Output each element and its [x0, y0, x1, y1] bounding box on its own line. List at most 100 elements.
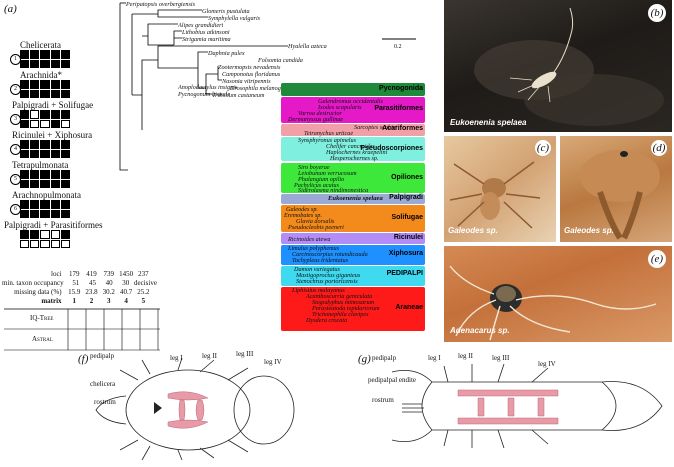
panel-g-label: (g) — [358, 353, 371, 365]
cell: 739 — [103, 270, 115, 278]
hypothesis-legend: Chelicerata 1 Arachnida* 2 Palpigradi + … — [2, 40, 122, 248]
clade-band-palpigradi: Palpigradi — [281, 194, 425, 204]
diagram-label: leg III — [236, 350, 254, 358]
diagram-label: rostrum — [94, 398, 116, 406]
taxon-label: Symphylella vulgaris — [208, 15, 261, 22]
node-number: 1 — [10, 54, 21, 65]
diagram-label: pedipalp — [90, 352, 115, 360]
clade-band-opiliones: Opiliones — [281, 163, 425, 193]
hypothesis-label: Palpigradi + Solifugae — [12, 100, 94, 110]
cell: 419 — [86, 270, 97, 278]
hypothesis-7: Palpigradi + Parasitiformes — [2, 220, 122, 248]
photo-caption: Galeodes sp. — [448, 226, 498, 235]
diagram-f-drawing — [95, 357, 295, 461]
cell: 237 — [138, 270, 149, 278]
diagram-label: pedipalpal endite — [368, 376, 417, 384]
method-grid-lines — [4, 308, 160, 351]
taxon-label: Sarcoptes scabiei — [354, 124, 398, 131]
clade-name: Ricinulei — [393, 234, 423, 241]
clade-band-ricinulei: Ricinulei — [281, 233, 425, 244]
panel-a-label: (a) — [4, 3, 17, 15]
taxon-label: Varroa destructor — [298, 110, 342, 117]
diagram-label: chelicera — [90, 380, 116, 388]
taxon-label: Damon variegatus — [294, 266, 340, 273]
cell: 1 — [72, 297, 76, 305]
row-label: min. taxon occupancy — [2, 279, 64, 287]
diagram-label: leg I — [428, 354, 441, 362]
taxon-label: Limulus polyphemus — [288, 245, 340, 252]
taxon-label: Hyalella azteca — [288, 43, 327, 50]
spacer — [281, 286, 425, 336]
taxon-label: Strigamia maritima — [182, 36, 231, 43]
panel-e-label: (e) — [648, 250, 666, 268]
taxon-label: Phalangium opilio — [298, 176, 345, 183]
clade-band-solifugae: Solifugae — [281, 205, 425, 232]
clade-name: Pycnogonida — [379, 85, 423, 92]
row-label: matrix — [41, 297, 62, 305]
palpigrade-illustration — [474, 7, 664, 126]
cell: 51 — [72, 279, 80, 287]
cell: 5 — [141, 297, 146, 305]
taxon-label: Lithobius atkinsoni — [182, 29, 230, 36]
diagram-label: leg II — [458, 352, 473, 360]
support-matrix — [20, 140, 70, 158]
taxon-label: Stegodyphus mimosarum — [312, 299, 375, 306]
hypothesis-label: Chelicerata — [20, 40, 61, 50]
node-number: 4 — [10, 144, 21, 155]
clade-band-parasitiformes: Parasitiformes — [281, 97, 425, 123]
photo-d: (d) Galeodes sp. — [560, 136, 672, 242]
hypothesis-6: Arachnopulmonata 6 — [2, 190, 122, 218]
cell: 45 — [89, 279, 97, 287]
taxon-label: Siro boyerae — [298, 164, 330, 171]
table-row: matrix 1 2 3 4 5 — [2, 297, 152, 307]
hypothesis-label: Arachnida* — [20, 70, 62, 80]
support-matrix — [20, 230, 70, 248]
taxon-label: Folsomia candida — [258, 57, 303, 64]
hypothesis-4: Ricinulei + Xiphosura 4 — [2, 130, 122, 158]
diagram-label: leg III — [492, 354, 510, 362]
clade-band-pedipalpi: PEDIPALPI — [281, 266, 425, 286]
photo-e: (e) Adenacarus sp. — [444, 246, 672, 342]
node-number: 6 — [10, 204, 21, 215]
diagram-label: pedipalp — [372, 354, 397, 362]
support-matrix — [20, 170, 70, 188]
taxon-label: Eukoenenia spelaea — [328, 195, 383, 202]
taxon-label: Pseudocleobis peeneri — [288, 224, 344, 231]
photo-caption: Galeodes sp. — [564, 226, 614, 235]
clade-name: PEDIPALPI — [386, 270, 423, 277]
taxon-label: Peripatopsis overbergiensis — [126, 1, 196, 8]
hypothesis-2: Arachnida* 2 — [2, 70, 122, 98]
taxon-label: Drosophila melanogaster — [230, 85, 294, 92]
clade-name: Araneae — [395, 304, 423, 311]
node-number: 5 — [10, 174, 21, 185]
solifuge-closeup-illustration — [580, 150, 660, 240]
row-label: loci — [51, 270, 62, 278]
hypothesis-1: Chelicerata 1 — [2, 40, 122, 68]
clade-name: Xiphosura — [388, 250, 423, 257]
taxon-label: Anoplodactylus insignis — [178, 84, 238, 91]
clade-band-acariformes: Acariformes — [281, 124, 425, 136]
taxon-label: Glomeris pustulata — [202, 8, 250, 15]
clade-band-xiphosura: Xiphosura — [281, 245, 425, 265]
cell: 25.2 — [137, 288, 150, 296]
panel-f-label: (f) — [78, 353, 89, 365]
method-label: IQ-Tree — [30, 314, 54, 322]
photo-b: (b) Eukoenenia spelaea — [444, 0, 672, 132]
clade-name: Opiliones — [391, 174, 423, 181]
taxon-label: Alipes grandidieri — [178, 22, 224, 29]
panel-d-label: (d) — [651, 140, 667, 156]
hypothesis-3: Palpigradi + Solifugae 3 — [2, 100, 122, 128]
taxon-label: Zootermopsis nevadensis — [218, 64, 281, 71]
clade-name: Palpigradi — [389, 194, 423, 201]
diagram-g: pedipalp pedipalpal endite rostrum leg I… — [368, 352, 670, 462]
taxon-label: Pachylicus acutus — [294, 182, 339, 189]
taxon-label: Chelifer cancroides — [326, 143, 375, 150]
diagram-label: rostrum — [372, 396, 394, 404]
taxon-label: Tribolium castaneum — [212, 92, 265, 99]
method-grid: IQ-Tree Astral — [2, 308, 160, 352]
taxon-label: Acanthoscurria geniculata — [306, 293, 373, 300]
cell: 3 — [107, 297, 111, 305]
support-matrix — [20, 80, 70, 98]
panel-c-label: (c) — [535, 140, 551, 156]
support-matrix — [20, 50, 70, 68]
